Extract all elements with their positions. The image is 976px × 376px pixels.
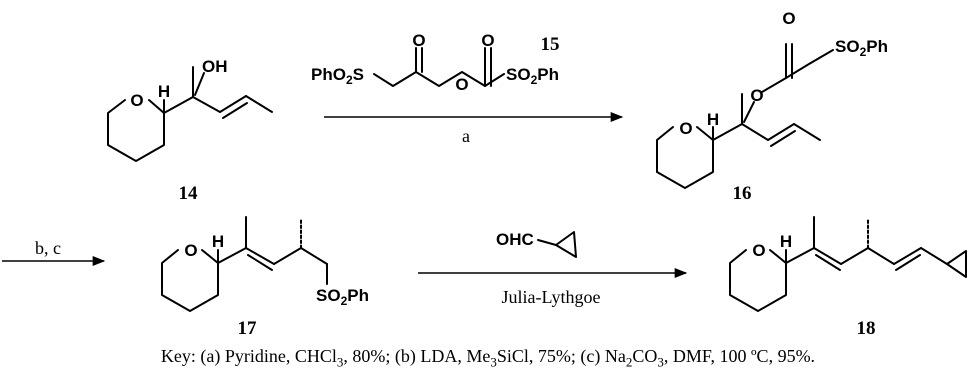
c15-carbonyl-oxygen-1: O (412, 31, 425, 50)
compound-17: O H SO2Ph 17 (161, 216, 369, 339)
c15-carbonyl-oxygen-2: O (481, 31, 494, 50)
compound-18: O H 18 (729, 216, 967, 339)
step3-aldehyde: OHC (496, 230, 534, 249)
compound-16: O H O O SO2Ph 16 (656, 9, 888, 204)
c15-bridging-oxygen: O (455, 75, 468, 94)
cyclopropyl-icon (946, 250, 967, 278)
compound-14: O H OH 14 (107, 57, 273, 204)
step3-label: Julia-Lythgoe (502, 287, 601, 307)
compound-15: PhO2S O O O SO2Ph 15 (311, 31, 560, 94)
c18-label: 18 (857, 318, 876, 339)
c15-label: 15 (541, 34, 560, 55)
cyclopropane-icon (555, 231, 577, 258)
key-step-c: (c) Na2CO3, DMF, 100 ºC, 95%. (580, 346, 816, 370)
c16-label: 16 (733, 183, 752, 204)
step1-arrow: a (324, 111, 624, 146)
c16-hydrogen: H (707, 110, 719, 129)
c14-label: 14 (179, 183, 199, 204)
c18-hydrogen: H (780, 232, 792, 251)
step2-label: b, c (35, 238, 61, 258)
key-intro: Key: (160, 346, 196, 366)
c16-carbonyl-oxygen: O (782, 9, 795, 28)
step2-arrow: b, c (2, 238, 106, 267)
c14-ring-oxygen: O (130, 91, 143, 110)
c17-phenylsulfonyl: SO2Ph (316, 286, 369, 308)
c14-hydrogen: H (158, 82, 170, 101)
reaction-conditions-key: Key: (a) Pyridine, CHCl3, 80%; (b) LDA, … (0, 346, 976, 371)
step3-arrow: OHC Julia-Lythgoe (418, 230, 688, 307)
c17-hydrogen: H (212, 232, 224, 251)
c15-phenylsulfonyl-left: PhO2S (311, 65, 364, 87)
step1-label: a (462, 126, 470, 146)
c14-hydroxyl: OH (202, 57, 228, 76)
c18-ring-oxygen: O (752, 241, 765, 260)
c16-ring-oxygen: O (679, 119, 692, 138)
key-step-b: (b) LDA, Me3SiCl, 75%; (394, 346, 576, 370)
key-step-a: (a) Pyridine, CHCl3, 80%; (200, 346, 391, 370)
c16-ester-oxygen: O (750, 86, 763, 105)
c16-phenylsulfonyl: SO2Ph (835, 37, 888, 59)
c15-phenylsulfonyl-right: SO2Ph (506, 65, 559, 87)
c17-ring-oxygen: O (184, 241, 197, 260)
c17-label: 17 (238, 318, 258, 339)
